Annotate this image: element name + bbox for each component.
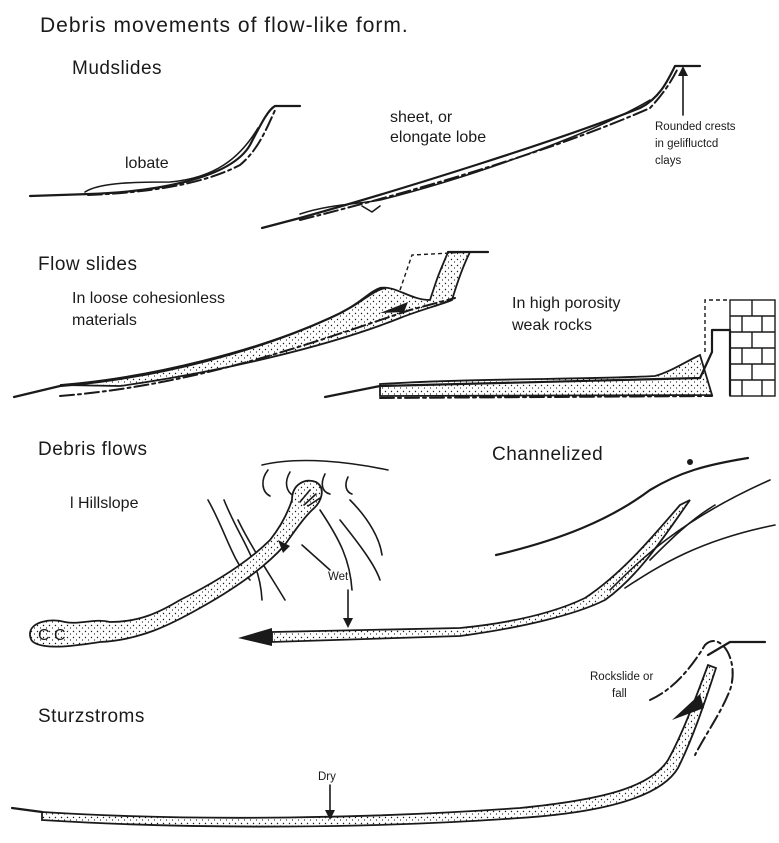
svg-text:C C: C C [38, 627, 66, 644]
porous-rocks-label-line2: weak rocks [511, 317, 592, 334]
elongate-mudslide-profile [262, 66, 700, 228]
sturzstrom-profile [12, 641, 765, 827]
rock-brick-wall [730, 300, 775, 396]
debris-flows-heading: Debris flows [38, 439, 147, 460]
hillslope-label: l Hillslope [70, 495, 139, 512]
hillslope-debris-flow: C C [30, 461, 388, 647]
lobate-label: lobate [125, 155, 169, 172]
lobate-mudslide-profile [30, 106, 300, 196]
debris-flows-panel: Debris flows l Hillslope C C Wet Channel… [30, 439, 775, 647]
crest-label-line2: in gelifluctcd [655, 138, 718, 150]
dry-label: Dry [318, 771, 336, 783]
figure-title: Debris movements of flow-like form. [40, 14, 409, 37]
rockslide-label-line1: Rockslide or [590, 671, 653, 683]
flow-slides-panel: Flow slides In loose cohesionless materi… [14, 252, 775, 398]
sheet-label-line2: elongate lobe [390, 129, 486, 146]
sturzstroms-heading: Sturzstroms [38, 706, 145, 727]
crest-label-line3: clays [655, 155, 681, 167]
flow-slides-heading: Flow slides [38, 254, 137, 275]
sturzstroms-panel: Sturzstroms Rockslide or fall Dry [12, 641, 765, 827]
wet-label: Wet [328, 571, 349, 583]
mudslides-heading: Mudslides [72, 58, 162, 79]
porous-rocks-label-line1: In high porosity [512, 295, 621, 312]
loose-materials-label-line1: In loose cohesionless [72, 290, 225, 307]
sheet-label-line1: sheet, or [390, 109, 453, 126]
mudslides-panel: Mudslides lobate sheet, or elongate lobe… [30, 58, 736, 228]
crest-label-line1: Rounded crests [655, 121, 736, 133]
rockslide-label-line2: fall [612, 688, 627, 700]
loose-materials-label-line2: materials [72, 312, 137, 329]
channelized-heading: Channelized [492, 444, 603, 465]
